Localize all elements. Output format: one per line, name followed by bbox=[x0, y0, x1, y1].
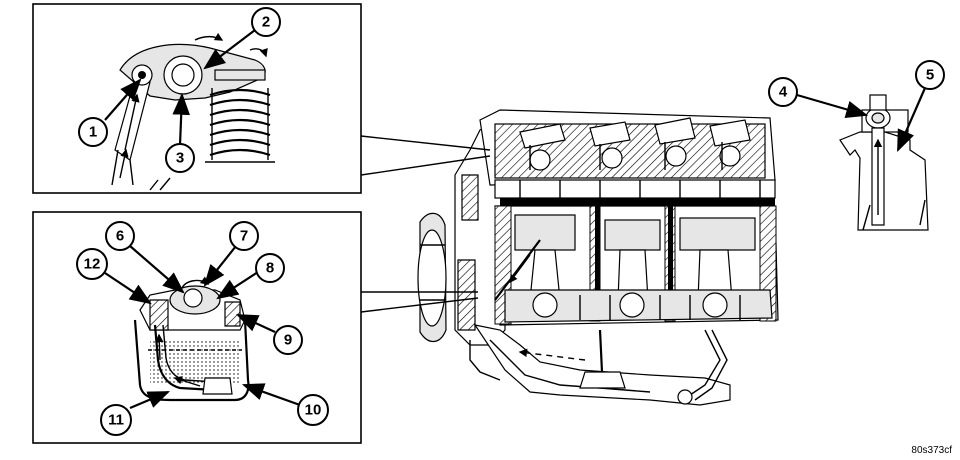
callout-8-label: 8 bbox=[266, 260, 274, 277]
callouts: 1 2 3 4 5 6 7 8 9 10 bbox=[76, 7, 945, 436]
valve-spring bbox=[205, 69, 275, 163]
callout-7-label: 7 bbox=[240, 228, 248, 245]
callout-11-label: 11 bbox=[108, 412, 124, 429]
callout-5-label: 5 bbox=[926, 67, 934, 84]
callout-3 bbox=[165, 143, 195, 173]
callout-2-label: 2 bbox=[262, 14, 270, 31]
figure-id-label: 80s373cf bbox=[911, 445, 952, 456]
callout-12 bbox=[76, 248, 108, 280]
callout-6-label: 6 bbox=[116, 228, 124, 245]
callout-3-label: 3 bbox=[176, 150, 184, 167]
rocker-row bbox=[519, 117, 751, 171]
callout-11 bbox=[100, 404, 132, 436]
callout-1 bbox=[78, 117, 108, 147]
engine-cutaway bbox=[417, 109, 779, 406]
callout-9-label: 9 bbox=[284, 332, 292, 349]
callout-12-label: 12 bbox=[84, 256, 101, 273]
inset-leader-lines bbox=[360, 135, 491, 313]
callout-10 bbox=[297, 394, 329, 426]
callout-8 bbox=[255, 253, 285, 283]
callout-4-label: 4 bbox=[779, 84, 788, 101]
callout-7 bbox=[229, 221, 259, 251]
callout-2 bbox=[251, 7, 281, 37]
callout-5 bbox=[915, 60, 945, 90]
inset-oil-pump bbox=[32, 211, 362, 444]
pistons bbox=[514, 214, 756, 301]
callout-10-label: 10 bbox=[305, 402, 322, 419]
pushrod-detail bbox=[839, 94, 929, 231]
callout-6 bbox=[105, 221, 135, 251]
inset-rocker-arm bbox=[32, 3, 362, 194]
crankshaft bbox=[504, 289, 773, 323]
callout-1-label: 1 bbox=[89, 124, 97, 141]
callout-9 bbox=[273, 325, 303, 355]
callout-4 bbox=[768, 77, 798, 107]
